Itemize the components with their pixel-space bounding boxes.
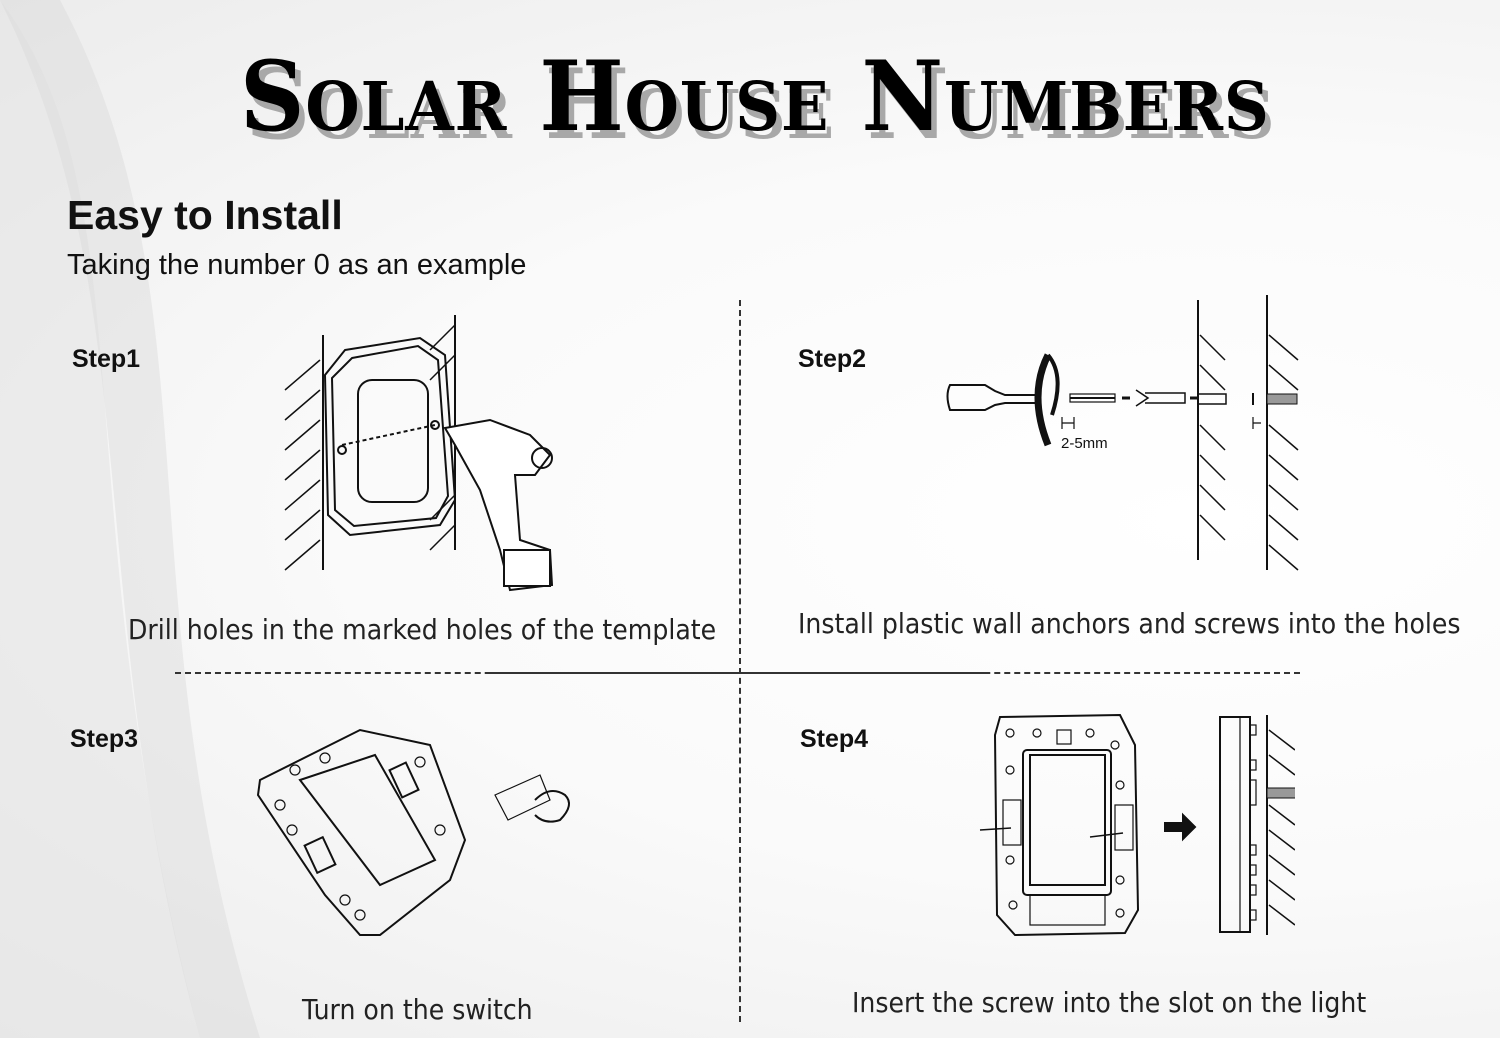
step2-caption: Install plastic wall anchors and screws … — [798, 607, 1461, 640]
step1-label: Step1 — [72, 345, 141, 373]
section-heading: Easy to Install — [67, 192, 343, 238]
step2-anchor-illustration — [946, 295, 1299, 571]
dimension-label: 2-5mm — [1061, 435, 1108, 452]
section-subheading: Taking the number 0 as an example — [67, 249, 527, 281]
step2-label: Step2 — [798, 345, 867, 373]
page-title: Solar House Numbers — [240, 40, 1270, 153]
vertical-divider — [739, 300, 741, 1022]
step4-caption: Insert the screw into the slot on the li… — [852, 986, 1367, 1019]
step4-label: Step4 — [800, 725, 869, 753]
step1-drill-illustration — [284, 315, 554, 592]
step3-caption: Turn on the switch — [302, 993, 533, 1026]
step1-caption: Drill holes in the marked holes of the t… — [128, 613, 717, 646]
step4-mount-illustration — [979, 713, 1295, 937]
horizontal-divider-solid — [490, 672, 990, 674]
step3-switch-illustration — [256, 728, 570, 936]
step3-label: Step3 — [70, 725, 139, 753]
